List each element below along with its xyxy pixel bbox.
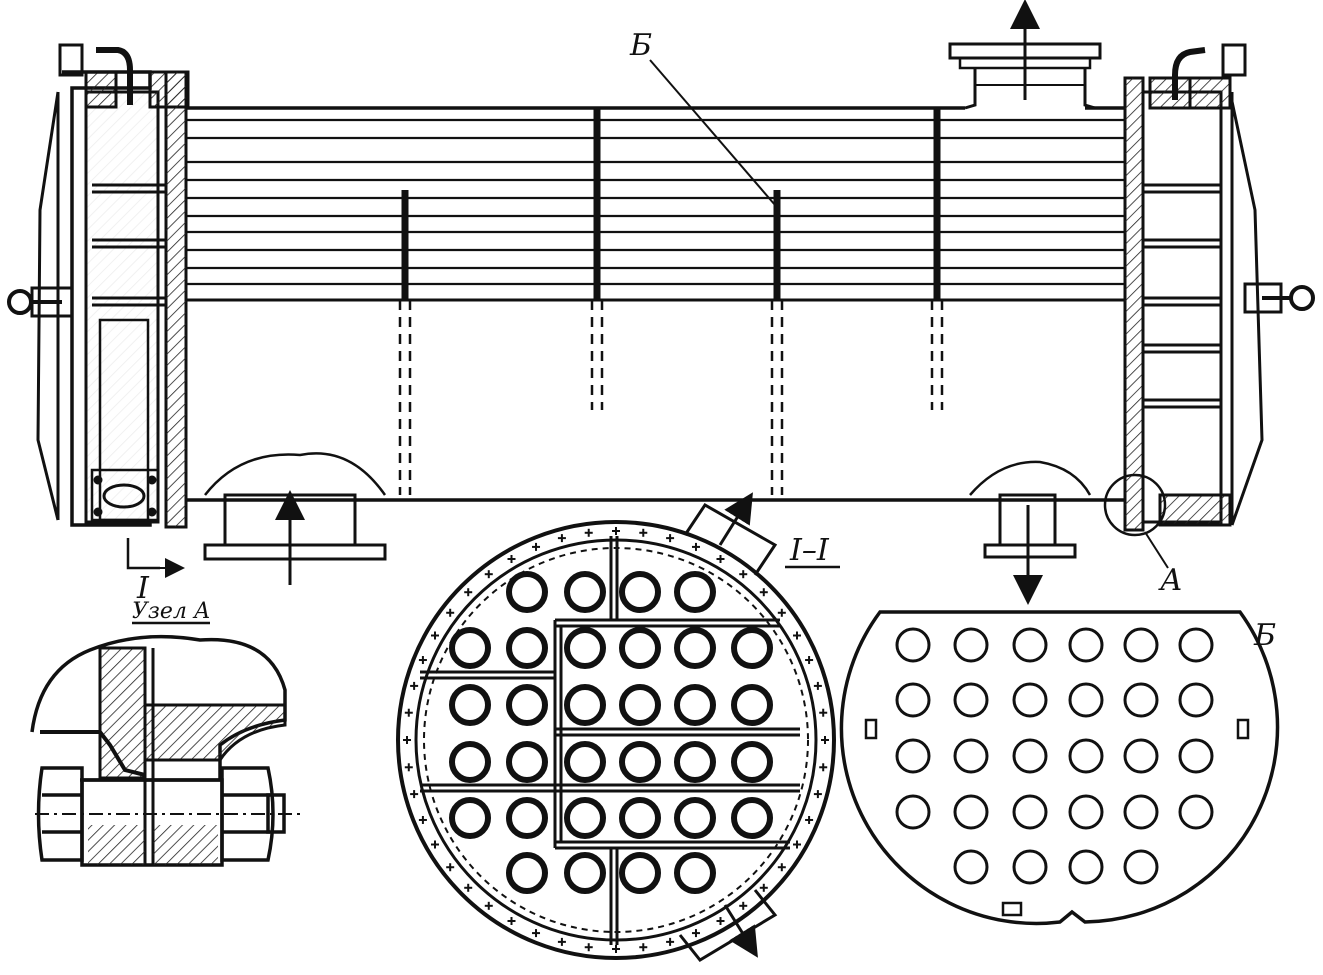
lifting-eye-icon [1243,282,1315,314]
tube-hole-icon [731,741,773,783]
tube-hole-icon [731,797,773,839]
plate-hole-icon [1068,794,1104,830]
tube-hole-icon [674,741,716,783]
plate-hole-icon [1123,682,1159,718]
tube-hole-icon [564,852,606,894]
bottom-right-nozzle [969,460,1092,605]
top-nozzle [948,0,1102,110]
tube-hole-icon [731,627,773,669]
right-bonnet [1141,43,1264,527]
tube-hole-icon [564,741,606,783]
tube-hole-icon [506,571,548,613]
plate-hole-icon [1178,738,1214,774]
plate-hole-icon [895,627,931,663]
plate-hole-icon [1012,849,1048,885]
main-elevation-view [7,0,1315,605]
plate-hole-icon [1068,682,1104,718]
plate-hole-icon [1123,794,1159,830]
plate-hole-icon [1068,627,1104,663]
lifting-eye-icon [7,286,74,318]
tube-hole-icon [449,684,491,726]
tube-hole-icon [449,797,491,839]
tube-hole-icon [619,627,661,669]
label-section-mark: I [136,571,150,606]
tube-hole-icon [564,571,606,613]
plate-hole-icon [895,682,931,718]
pass-partitions [420,536,800,945]
section-nozzle-bottom [678,889,778,962]
plate-hole-icon [1012,794,1048,830]
label-detail-a: А [1158,563,1183,598]
plate-hole-icon [895,794,931,830]
tube-hole-icon [449,741,491,783]
tube-hole-icon [564,627,606,669]
label-plate-b: Б [1253,618,1276,653]
tube-hole-icon [506,741,548,783]
plate-hole-icon [1012,682,1048,718]
plate-hole-icon [953,738,989,774]
plate-hole-icon [953,794,989,830]
tube-hole-icon [674,627,716,669]
plate-hole-icon [1178,627,1214,663]
section-tube-holes [449,571,773,894]
tube-hole-icon [619,741,661,783]
tube-hole-icon [449,627,491,669]
tube-hole-icon [506,852,548,894]
plate-hole-icon [1012,738,1048,774]
node-a-detail [30,621,300,867]
tube-hole-icon [619,684,661,726]
baffles-hidden [398,300,944,495]
tube-hole-icon [506,627,548,669]
leader-line-b [649,59,776,206]
plate-hole-icon [1178,682,1214,718]
tube-hole-icon [674,684,716,726]
label-baffle-b: Б [629,28,652,63]
arrow-icon [718,492,753,546]
tube-hole-icon [619,571,661,613]
plate-holes [895,627,1214,885]
baffle-plate-b [839,610,1280,926]
tube-hole-icon [506,797,548,839]
plate-hole-icon [953,682,989,718]
tube-bundle [186,118,1125,286]
tube-hole-icon [674,797,716,839]
label-section-title: I–I [789,533,830,568]
plate-hole-icon [1178,794,1214,830]
plate-hole-icon [1123,849,1159,885]
plate-hole-icon [1012,627,1048,663]
bottom-left-nozzle [203,452,387,585]
section-mark-line [126,538,160,570]
shell [186,106,1125,502]
tube-hole-icon [619,797,661,839]
tube-hole-icon [619,852,661,894]
plate-hole-icon [953,627,989,663]
tube-hole-icon [564,797,606,839]
baffles [401,108,941,300]
hex-bolt-icon [35,766,300,862]
tube-hole-icon [731,684,773,726]
plate-hole-icon [1068,849,1104,885]
tube-hole-icon [564,684,606,726]
tube-hole-icon [674,571,716,613]
section-i-i [396,492,840,962]
plate-hole-icon [1123,738,1159,774]
section-nozzle-top [683,492,778,576]
label-node-title: Узел А [132,599,211,624]
plate-hole-icon [1068,738,1104,774]
plate-hole-icon [1123,627,1159,663]
tube-hole-icon [506,684,548,726]
detail-a-circle [1103,473,1167,537]
plate-hole-icon [895,738,931,774]
arrow-icon [723,904,758,958]
tube-hole-icon [674,852,716,894]
plate-hole-icon [953,849,989,885]
